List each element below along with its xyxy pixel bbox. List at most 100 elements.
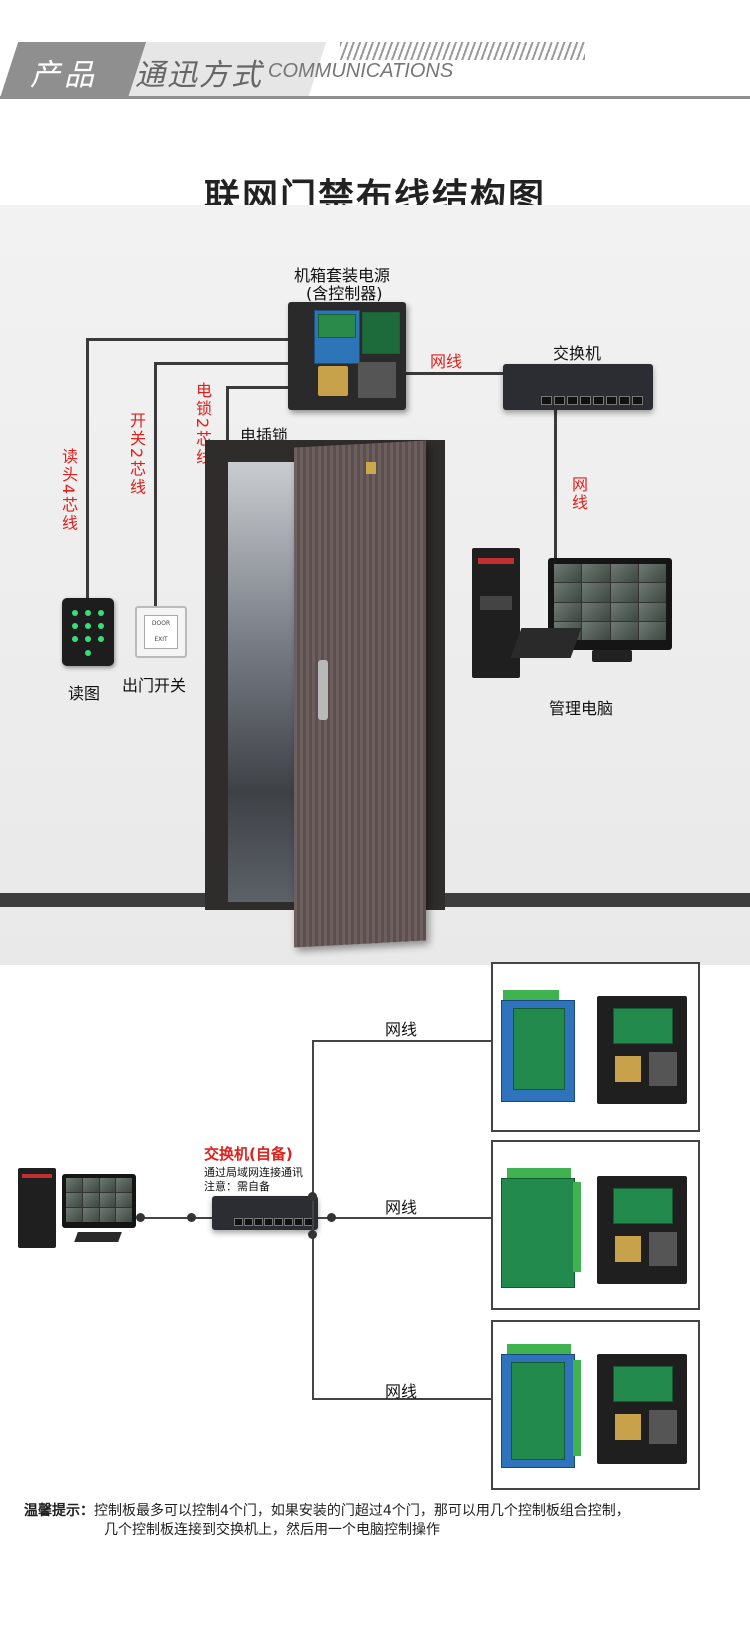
cabinet-psu — [649, 1232, 677, 1266]
tip-line1: 控制板最多可以控制4个门，如果安装的门超过4个门，那可以用几个控制板组合控制， — [94, 1503, 630, 1519]
door-handle — [318, 660, 328, 720]
terminal-block — [507, 1344, 571, 1354]
connector-dot — [308, 1192, 317, 1201]
header-tab-label: 产品 — [30, 58, 98, 93]
connector-dot — [136, 1213, 145, 1222]
cabinet-transformer — [615, 1056, 641, 1082]
exit-button-face: DOOR EXIT — [144, 615, 178, 649]
controller-cabinet — [288, 302, 406, 410]
cctv-screen — [554, 564, 666, 640]
tip-prefix: 温馨提示： — [24, 1503, 94, 1519]
header-hatch-decoration — [340, 42, 585, 60]
exit-button-device: DOOR EXIT — [135, 606, 187, 658]
connector-dot — [327, 1213, 336, 1222]
branch-label-1: 网线 — [385, 1020, 418, 1039]
reader-key — [85, 636, 91, 642]
connector-dot — [308, 1230, 317, 1239]
switch-to-pc-wire — [554, 410, 557, 568]
keyboard-small — [74, 1232, 122, 1242]
cabinet-transformer — [615, 1414, 641, 1440]
switch-port — [580, 396, 591, 405]
switch-port — [554, 396, 565, 405]
network-switch-bottom — [212, 1196, 318, 1230]
exit-label: 出门开关 — [122, 676, 187, 695]
terminal-block-side — [573, 1182, 581, 1272]
header-english-label: COMMUNICATIONS — [268, 60, 454, 82]
controller-cabinet-open — [597, 1176, 687, 1284]
switch-port — [264, 1218, 273, 1226]
switch-label: 交换机 — [553, 344, 602, 363]
reader-key — [85, 610, 91, 616]
network-switch — [503, 364, 653, 410]
lock-wire-vertical — [226, 386, 229, 450]
switch-bottom-note2: 注意：需自备 — [204, 1180, 270, 1193]
card-reader — [62, 598, 114, 666]
reader-key — [85, 623, 91, 629]
controller-panel-3 — [491, 1320, 700, 1490]
door-opening-office-view — [228, 462, 300, 902]
switch-port — [294, 1218, 303, 1226]
pc-to-switch-line — [140, 1217, 214, 1219]
cctv-screen-small — [66, 1178, 132, 1222]
exit-wire-horizontal — [154, 362, 292, 365]
switch-port — [244, 1218, 253, 1226]
net-cable-label-vertical: 网线 — [569, 476, 588, 512]
cabinet-psu — [649, 1410, 677, 1444]
terminal-block-side — [573, 1360, 581, 1456]
tip-line2: 几个控制板连接到交换机上，然后用一个电脑控制操作 — [104, 1522, 440, 1538]
power-supply-board — [362, 312, 400, 354]
controller-label-line1: 机箱套装电源 — [294, 266, 391, 285]
branch-label-3: 网线 — [385, 1382, 418, 1401]
pc-drive-bay — [480, 596, 512, 610]
cabinet-board — [613, 1008, 673, 1044]
transformer — [318, 366, 348, 396]
terminal-block — [507, 1168, 571, 1178]
controller-cabinet-open — [597, 1354, 687, 1464]
switch-port — [619, 396, 630, 405]
controller-panel-1 — [491, 962, 700, 1132]
reader-key — [98, 610, 104, 616]
controller-to-switch-wire — [404, 372, 506, 375]
switch-port — [274, 1218, 283, 1226]
pc-tower — [472, 548, 520, 678]
reader-key — [85, 650, 91, 656]
cabinet-board — [613, 1366, 673, 1402]
reader-label: 读图 — [68, 684, 101, 703]
pc-label: 管理电脑 — [549, 699, 614, 718]
exit-text-top: DOOR — [151, 620, 171, 627]
controller-cabinet-open — [597, 996, 687, 1104]
switch-port — [284, 1218, 293, 1226]
exit-text-bottom: EXIT — [154, 636, 168, 643]
reader-wire-label: 读头4芯线 — [59, 448, 78, 533]
cabinet-transformer — [615, 1236, 641, 1262]
controller-label-line2: (含控制器) — [306, 284, 383, 303]
switch-port — [234, 1218, 243, 1226]
reader-key — [72, 636, 78, 642]
monitor-stand — [592, 650, 632, 662]
branch-label-2: 网线 — [385, 1198, 418, 1217]
lock-wire-horizontal — [226, 386, 292, 389]
header-section-label: 通迅方式 — [135, 58, 263, 93]
pc-tower-accent — [22, 1174, 52, 1178]
pc-tower-accent — [478, 558, 514, 564]
controller-panel-2 — [491, 1140, 700, 1310]
header-rule — [0, 96, 750, 99]
controller-board-green — [513, 1008, 565, 1090]
cabinet-board — [613, 1188, 673, 1224]
switch-bottom-note1: 通过局域网连接通讯 — [204, 1166, 303, 1179]
switch-port — [567, 396, 578, 405]
switch-port — [541, 396, 552, 405]
net-cable-label-horizontal: 网线 — [430, 352, 463, 371]
pc-tower-small — [18, 1168, 56, 1248]
switch-bottom-title: 交换机(自备) — [204, 1145, 293, 1163]
reader-key — [72, 623, 78, 629]
reader-wire-vertical — [86, 338, 89, 600]
switch-port — [632, 396, 643, 405]
trunk-line-vertical — [312, 1040, 314, 1400]
switch-port — [254, 1218, 263, 1226]
branch-line-3 — [312, 1398, 492, 1400]
tip-note: 温馨提示：控制板最多可以控制4个门，如果安装的门超过4个门，那可以用几个控制板组… — [24, 1502, 744, 1540]
door-emblem — [366, 462, 376, 474]
terminal-block — [503, 990, 559, 1000]
connector-dot — [187, 1213, 196, 1222]
